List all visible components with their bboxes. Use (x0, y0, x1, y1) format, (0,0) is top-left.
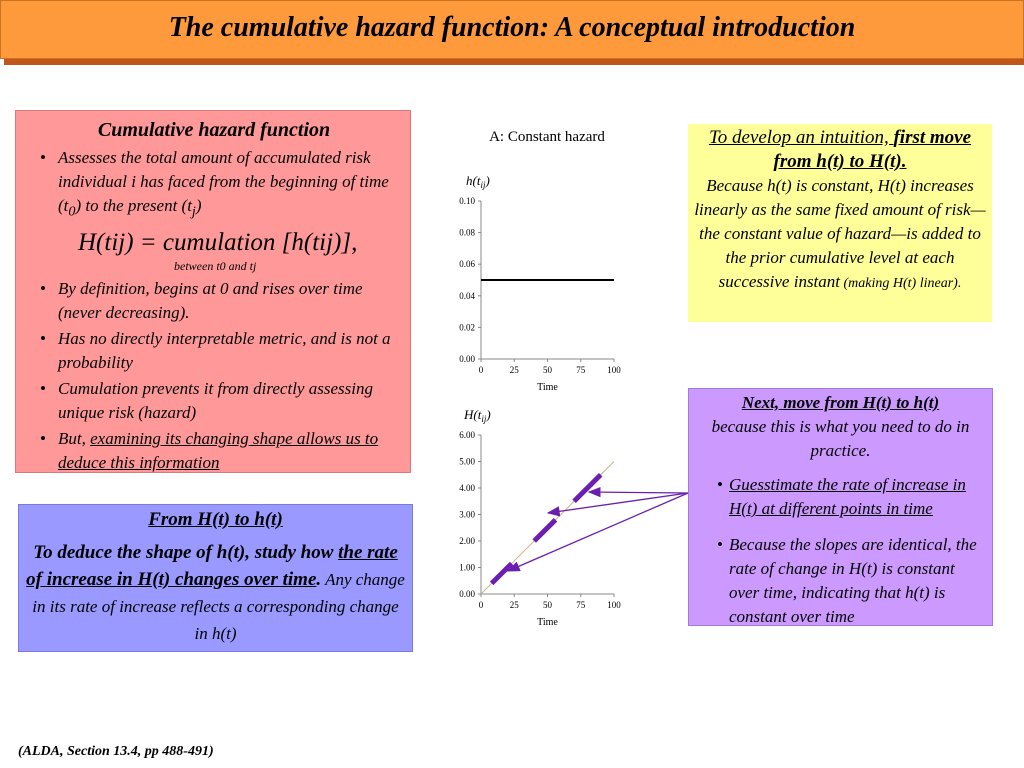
list-item: •Cumulation prevents it from directly as… (40, 379, 373, 423)
callout-arrow (506, 492, 689, 572)
y-tick-label: 0.00 (459, 589, 475, 599)
title-bar (0, 0, 1024, 59)
y-axis-label: h(tij) (466, 173, 490, 190)
cumulative-hazard-heading: Cumulative hazard function (97, 119, 331, 141)
x-tick-label: 25 (510, 600, 520, 610)
formula-subscript: between t0 and tj (174, 259, 257, 274)
cumulative-hazard-list-2: •By definition, begins at 0 and rises ov… (26, 277, 402, 475)
formula-main: H(tij) = cumulation [h(tij)], (78, 229, 358, 257)
slope-segment (489, 561, 514, 586)
y-tick-label: 0.02 (459, 322, 475, 332)
list-item: •Guesstimate the rate of increase in H(t… (717, 475, 966, 518)
x-tick-label: 100 (607, 600, 621, 610)
y-tick-label: 0.06 (459, 259, 475, 269)
y-tick-label: 0.00 (459, 354, 475, 364)
citation: (ALDA, Section 13.4, pp 488-491) (18, 744, 214, 759)
callout-arrow (546, 492, 689, 517)
y-axis-label: H(tij) (463, 407, 491, 424)
x-tick-label: 75 (576, 365, 586, 375)
next-step-heading: Next, move from H(t) to h(t) (741, 393, 940, 412)
y-tick-label: 5.00 (459, 457, 475, 467)
y-tick-label: 6.00 (459, 430, 475, 440)
x-tick-label: 75 (576, 600, 586, 610)
intuition-lead: To develop an intuition, first move from… (708, 127, 972, 172)
callout-arrow (587, 486, 689, 498)
y-tick-label: 0.10 (459, 196, 475, 206)
y-tick-label: 4.00 (459, 483, 475, 493)
slope-segment (532, 518, 558, 543)
cumulative-hazard-box: Cumulative hazard function •Assesses the… (15, 110, 411, 473)
x-tick-label: 50 (543, 365, 553, 375)
chart-title: A: Constant hazard (489, 129, 605, 145)
formula: H(tij) = cumulation [h(tij)], between t0… (26, 225, 402, 275)
next-step-list: •Guesstimate the rate of increase in H(t… (693, 473, 988, 629)
intuition-box: To develop an intuition, first move from… (688, 124, 992, 322)
x-axis-label: Time (537, 617, 558, 628)
from-H-to-h-heading: From H(t) to h(t) (148, 509, 283, 530)
y-tick-label: 1.00 (459, 563, 475, 573)
y-tick-label: 0.08 (459, 228, 475, 238)
cumulative-hazard-list: •Assesses the total amount of accumulate… (26, 146, 402, 223)
next-step-box: Next, move from H(t) to h(t) because thi… (688, 388, 993, 626)
from-H-to-h-body: To deduce the shape of h(t), study how t… (26, 542, 405, 643)
x-tick-label: 0 (479, 600, 484, 610)
list-item: •Assesses the total amount of accumulate… (40, 148, 389, 220)
x-tick-label: 0 (479, 365, 484, 375)
list-item: •By definition, begins at 0 and rises ov… (40, 279, 363, 323)
x-tick-label: 50 (543, 600, 553, 610)
x-axis-label: Time (537, 382, 558, 393)
x-tick-label: 25 (510, 365, 520, 375)
y-tick-label: 0.04 (459, 291, 475, 301)
slide-title: The cumulative hazard function: A concep… (168, 12, 856, 43)
next-step-intro: because this is what you need to do in p… (711, 417, 970, 460)
from-H-to-h-box: From H(t) to h(t) To deduce the shape of… (18, 504, 413, 652)
list-item: •Because the slopes are identical, the r… (717, 535, 977, 626)
x-tick-label: 100 (607, 365, 621, 375)
list-item: •Has no directly interpretable metric, a… (40, 329, 391, 373)
y-tick-label: 3.00 (459, 510, 475, 520)
list-item: •But, examining its changing shape allow… (40, 429, 379, 473)
slope-segment (572, 472, 603, 504)
y-tick-label: 2.00 (459, 536, 475, 546)
intuition-body: Because h(t) is constant, H(t) increases… (694, 176, 986, 291)
